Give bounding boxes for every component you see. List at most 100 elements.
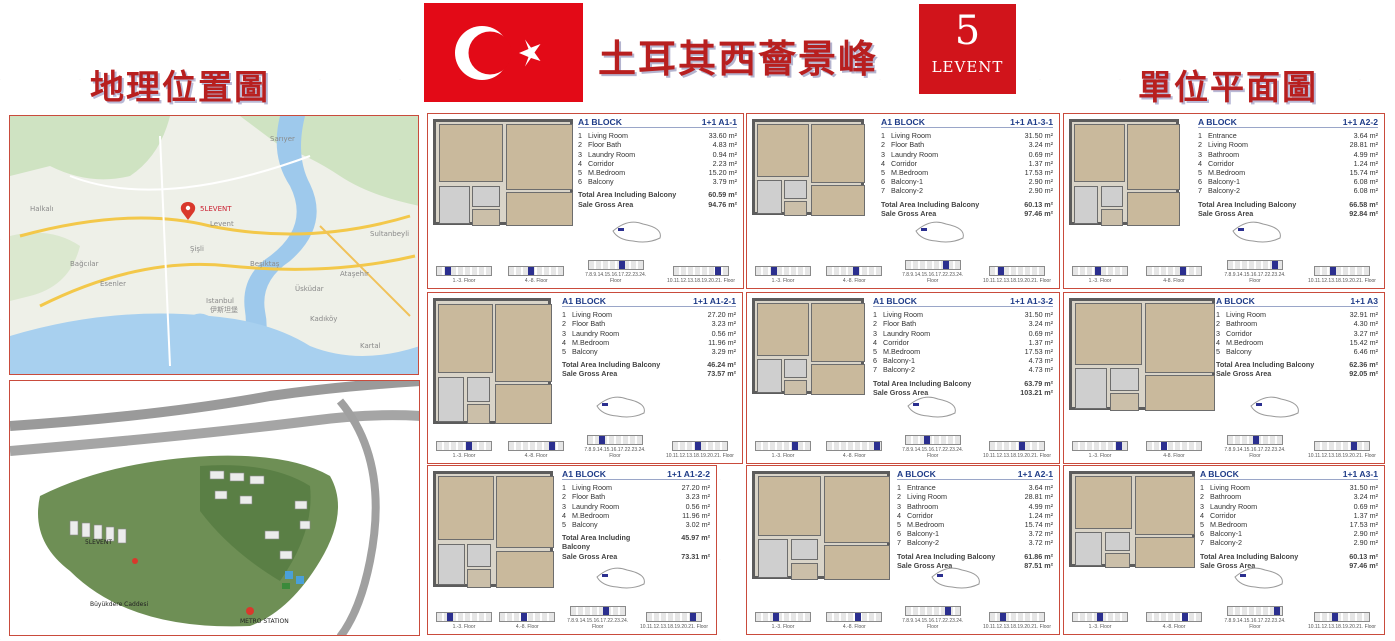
room-name: Corridor <box>1226 328 1252 338</box>
floor-label: 1.-3. Floor <box>1088 278 1112 284</box>
room-name: Balcony-2 <box>883 365 915 375</box>
room-name: Balcony <box>1226 347 1252 357</box>
floor-strip <box>1145 612 1202 622</box>
room-name: Corridor <box>891 158 917 168</box>
room-number: 5 <box>873 347 877 357</box>
room-area-value: 3.29 m² <box>711 347 736 357</box>
room-name: Balcony <box>572 520 598 530</box>
room-name: Laundry Room <box>891 149 939 159</box>
room-area-value: 1.24 m² <box>1028 510 1053 520</box>
room-number: 2 <box>578 140 582 150</box>
room-area-value: 15.20 m² <box>708 168 737 178</box>
room-area <box>496 476 554 549</box>
room-number: 4 <box>562 510 566 520</box>
room-number: 2 <box>562 319 566 329</box>
room-number: 4 <box>881 158 885 168</box>
floor-indicator: 7.8.9.14.15.16.17.22.23.24. Floor <box>1220 260 1290 284</box>
room-area <box>495 384 552 425</box>
floor-label: 4.-8. Floor <box>524 453 548 459</box>
total-area-value: 60.13 m² <box>1349 551 1378 561</box>
room-number: 4 <box>873 337 877 347</box>
floor-plan-heading: 單位平面圖 <box>1138 68 1318 108</box>
room-number: 2 <box>897 492 901 502</box>
room-number: 1 <box>1200 483 1204 493</box>
floor-strip <box>1145 266 1202 276</box>
floor-label: 7.8.9.14.15.16.17.22.23.24. Floor <box>902 272 964 284</box>
room-number: 1 <box>897 483 901 493</box>
block-name: A1 BLOCK <box>562 296 606 306</box>
room-name: Corridor <box>588 158 614 168</box>
floor-indicator: 4.-8. Floor <box>507 441 564 459</box>
crescent-star-icon <box>455 26 541 80</box>
floor-plan-drawing <box>752 471 891 580</box>
room-name: M.Bedroom <box>1226 337 1264 347</box>
room-area <box>1074 185 1099 224</box>
room-number: 1 <box>1198 131 1202 141</box>
floor-label: 7.8.9.14.15.16.17.22.23.24. Floor <box>1224 447 1286 459</box>
svg-text:Üsküdar: Üsküdar <box>295 284 324 293</box>
room-area-value: 3.27 m² <box>1353 328 1378 338</box>
room-area-value: 0.69 m² <box>1353 501 1378 511</box>
room-area-value: 31.50 m² <box>1024 310 1053 320</box>
room-number: 5 <box>881 168 885 178</box>
floor-strip <box>826 441 883 451</box>
floor-strip <box>1145 441 1202 451</box>
room-number: 1 <box>873 310 877 320</box>
floor-indicator: 4-8. Floor <box>1145 266 1202 284</box>
floor-label: 10.11.12.13.18.19.20.21. Floor <box>665 453 734 459</box>
room-name: Living Room <box>1210 483 1250 493</box>
room-area-value: 6.08 m² <box>1353 186 1378 196</box>
brand-logo: 5 LEVENT <box>919 4 1016 94</box>
room-number: 3 <box>1198 149 1202 159</box>
room-name: Entrance <box>1208 131 1237 141</box>
room-area-value: 28.81 m² <box>1024 492 1053 502</box>
floor-label: 4.-8. Floor <box>842 453 866 459</box>
unit-highlight <box>1331 613 1338 621</box>
floor-plan-drawing <box>433 119 574 226</box>
room-name: Floor Bath <box>891 140 925 150</box>
floor-indicator: 1.-3. Floor <box>755 612 811 630</box>
location-map[interactable]: 5LEVENT Levent Istanbul 伊斯坦堡 Şişli Beşik… <box>9 115 419 375</box>
room-name: Living Room <box>588 131 628 141</box>
room-name: Bathroom <box>1210 492 1242 502</box>
unit-highlight <box>1018 442 1025 450</box>
floor-strip <box>1072 612 1128 622</box>
room-area-value: 17.53 m² <box>1349 520 1378 530</box>
unit-type: 1+1 A1-3-2 <box>1010 296 1053 306</box>
room-number: 3 <box>1216 328 1220 338</box>
floor-indicator: 10.11.12.13.18.19.20.21. Floor <box>1308 441 1376 459</box>
floor-label: 4.-8. Floor <box>524 278 548 284</box>
room-number: 6 <box>881 177 885 187</box>
room-name: Laundry Room <box>572 501 620 511</box>
room-area <box>466 404 491 425</box>
room-area-value: 6.08 m² <box>1353 177 1378 187</box>
room-area-value: 33.60 m² <box>708 131 737 141</box>
room-area <box>438 124 504 183</box>
room-area <box>784 379 807 396</box>
room-area <box>1104 552 1130 569</box>
room-area <box>1100 185 1123 207</box>
room-area <box>790 562 819 580</box>
unit-highlight <box>773 613 779 621</box>
